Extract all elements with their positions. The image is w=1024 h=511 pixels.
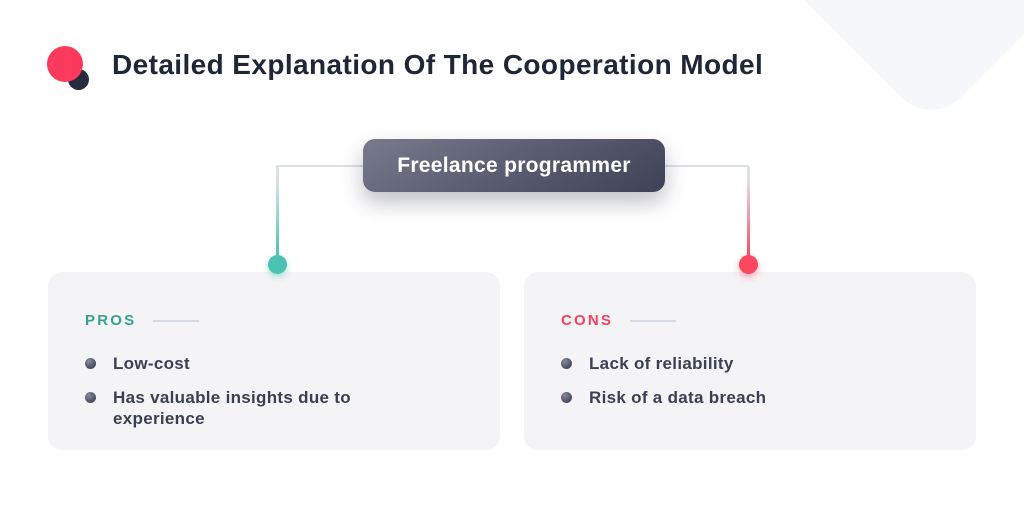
cons-header-rule	[630, 319, 677, 322]
connector-line-cons-vertical	[747, 166, 750, 258]
connector-line-pros-vertical	[276, 166, 279, 258]
cons-card: CONS Lack of reliability Risk of a data …	[524, 272, 976, 450]
bullet-icon	[85, 392, 96, 403]
list-item: Has valuable insights due to experience	[85, 387, 464, 429]
root-node: Freelance programmer	[363, 139, 665, 192]
connector-dot-cons	[739, 255, 758, 274]
pros-header-row: PROS	[85, 312, 464, 329]
pros-header-label: PROS	[85, 312, 137, 329]
cons-header-label: CONS	[561, 312, 614, 329]
pros-header-rule	[153, 319, 200, 322]
logo-red-dot-icon	[47, 46, 83, 82]
pros-card: PROS Low-cost Has valuable insights due …	[48, 272, 500, 450]
connector-line-right-horizontal	[664, 165, 749, 167]
connector-dot-pros	[268, 255, 287, 274]
page-title: Detailed Explanation Of The Cooperation …	[112, 49, 764, 80]
list-item-text: Low-cost	[113, 354, 191, 373]
root-node-label: Freelance programmer	[397, 153, 631, 177]
connector-line-left-horizontal	[276, 165, 364, 167]
list-item-text: Lack of reliability	[589, 354, 734, 373]
bullet-icon	[85, 358, 96, 369]
list-item-text: Has valuable insights due to experience	[113, 388, 351, 428]
cons-header-row: CONS	[561, 312, 940, 329]
list-item: Low-cost	[85, 353, 464, 374]
list-item-text: Risk of a data breach	[589, 388, 767, 407]
corner-diamond-front-shape	[718, 0, 1024, 128]
bullet-icon	[561, 392, 572, 403]
list-item: Lack of reliability	[561, 353, 940, 374]
list-item: Risk of a data breach	[561, 387, 940, 408]
bullet-icon	[561, 358, 572, 369]
